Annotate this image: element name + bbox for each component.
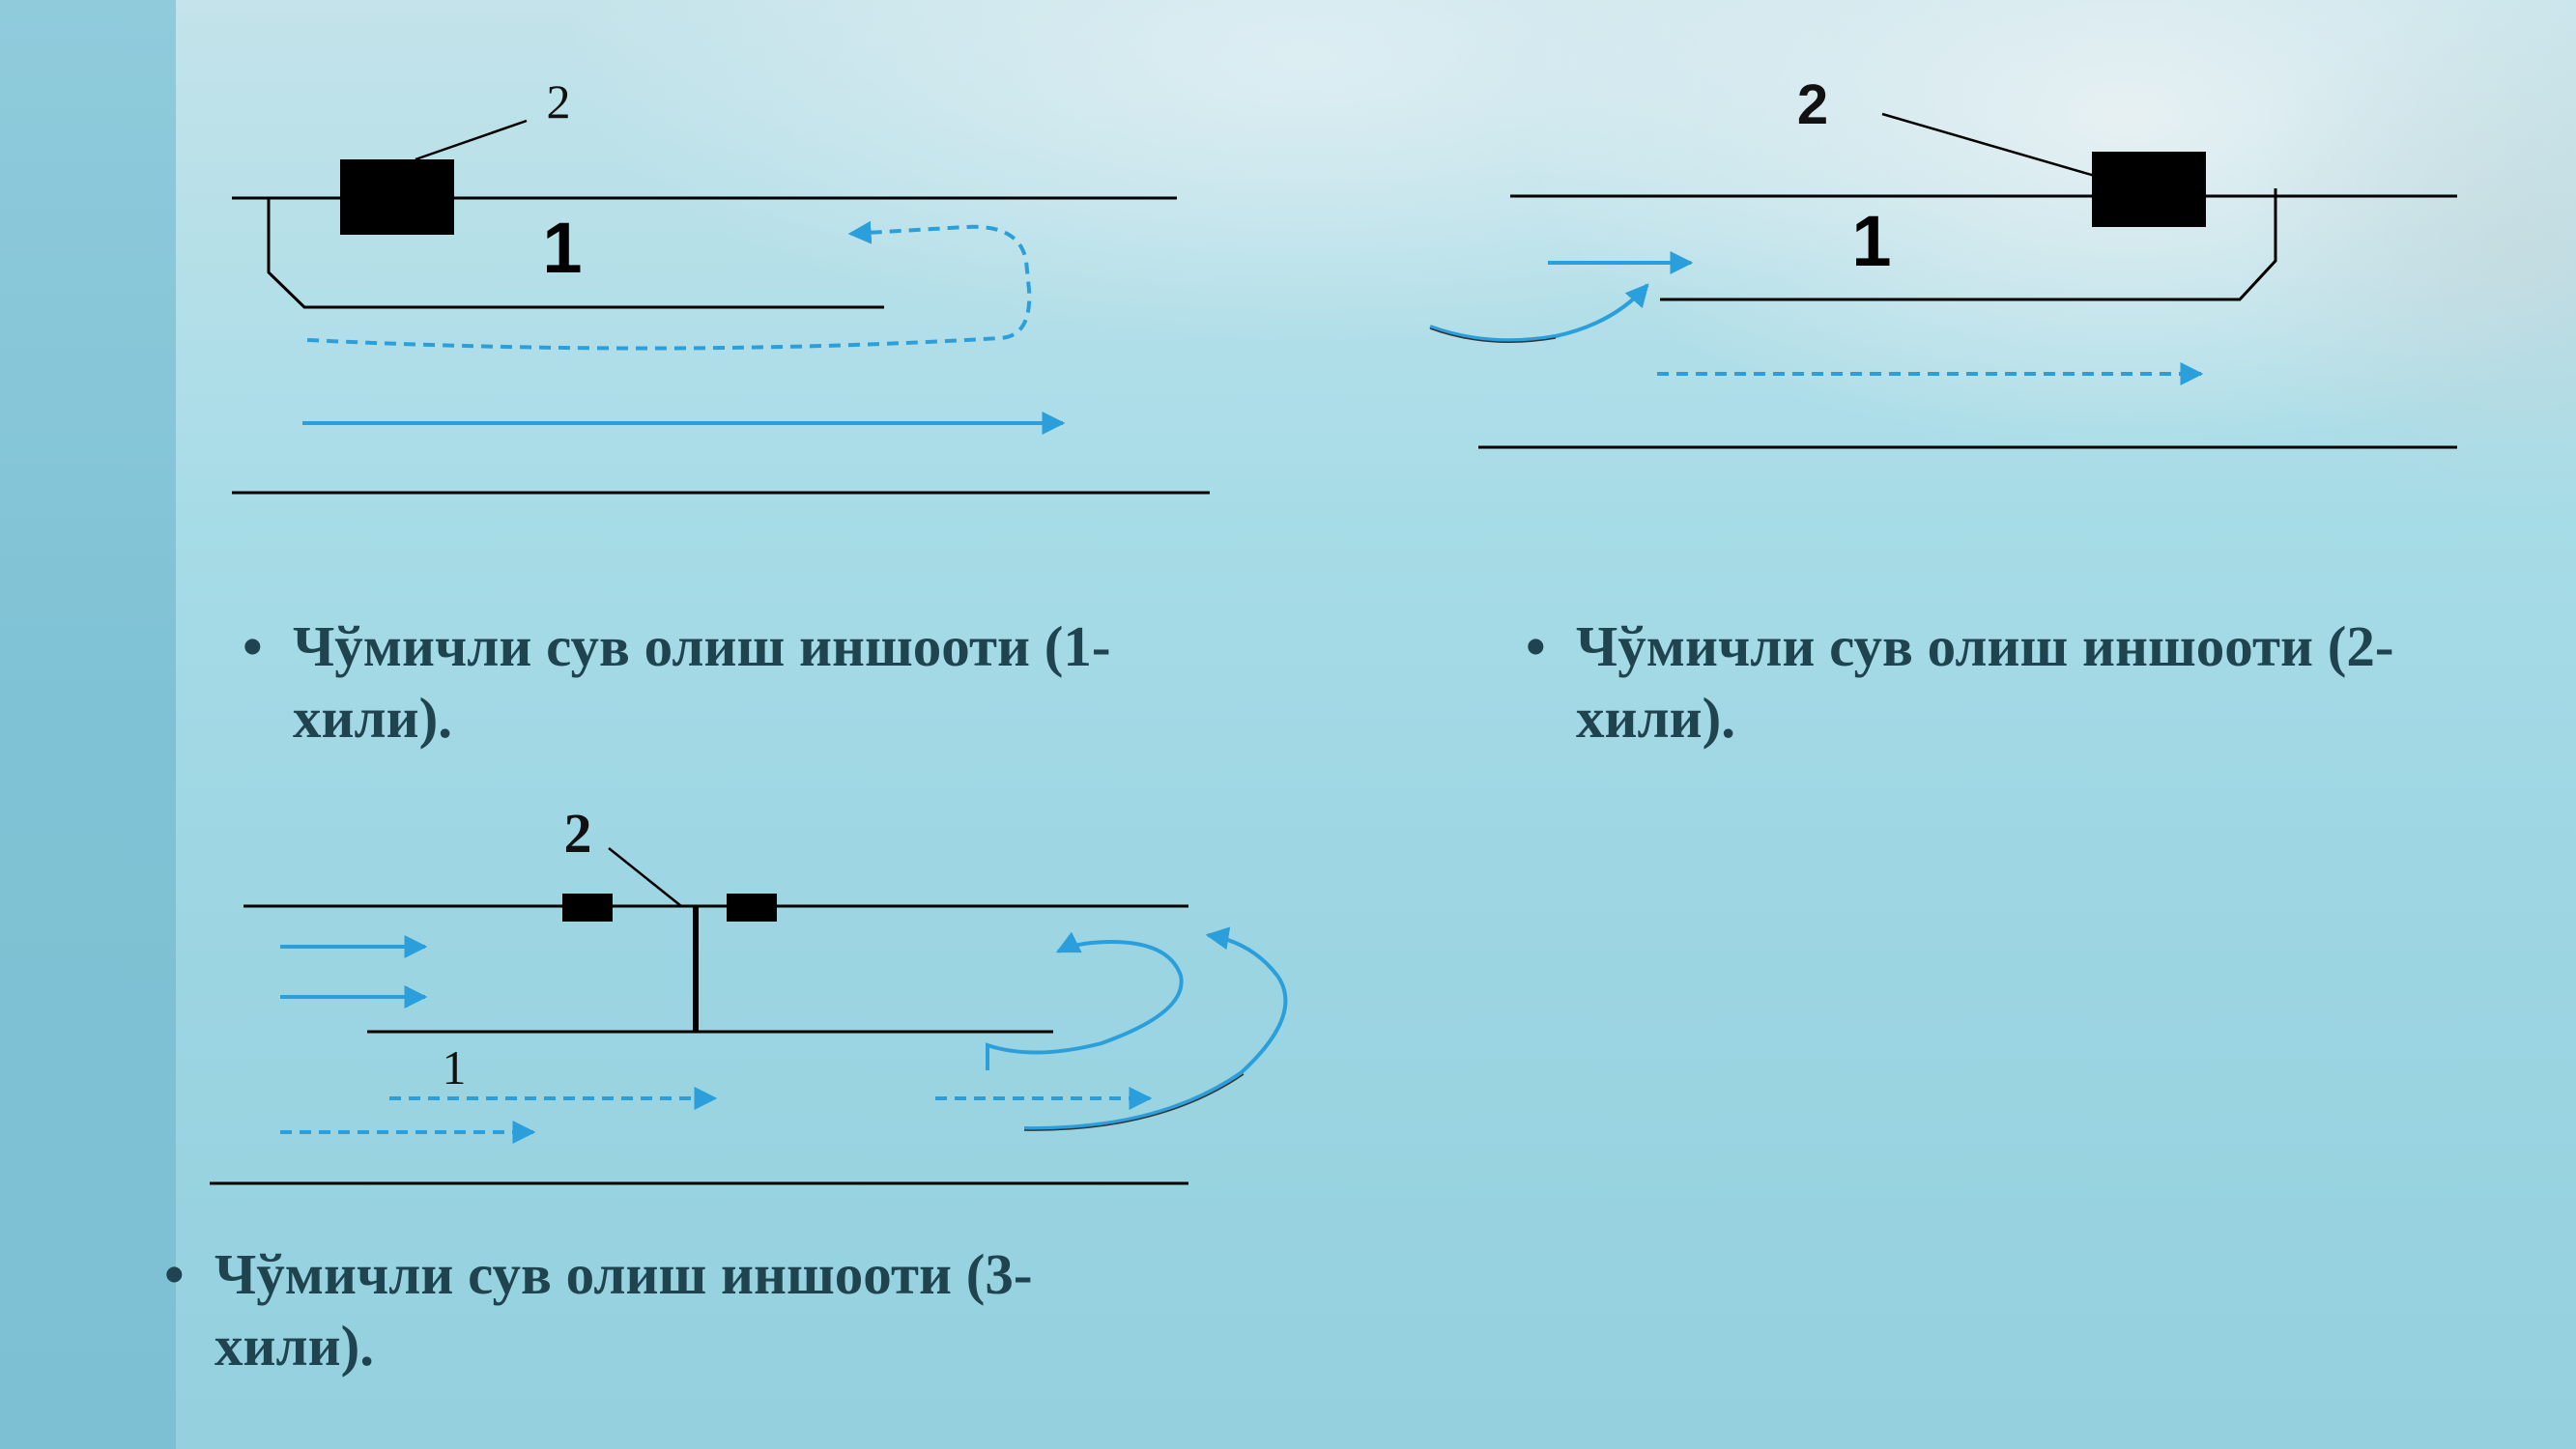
diagram3-gate-block-left [562, 894, 613, 922]
diagram1-intake-block [340, 159, 454, 235]
caption-line-1: Чўмичли сув олиш иншооти (2- [1576, 614, 2394, 678]
diagram1-return-flow-arrow [306, 220, 1032, 351]
diagram2-label-1: 1 [1851, 201, 1891, 281]
diagram2-curve-shadow [1429, 327, 1557, 343]
caption-type-2: • Чўмичли сув олиш иншооти (2- хили). [1526, 611, 2394, 753]
diagram1-scoop-channel [267, 198, 884, 309]
caption-type-3: • Чўмичли сув олиш иншооти (3- хили). [164, 1238, 1033, 1381]
bullet: • [243, 614, 263, 678]
diagram1-label-1: 1 [542, 208, 582, 288]
caption-line-2: хили). [215, 1314, 374, 1378]
diagram2-structure [1478, 112, 2457, 449]
diagram3-outer-eddy-arrow [1023, 926, 1288, 1131]
bullet: • [164, 1242, 185, 1306]
background-mist [2074, 0, 2576, 676]
caption-line-2: хили). [1576, 686, 1735, 750]
caption-type-1: • Чўмичли сув олиш иншооти (1- хили). [243, 611, 1111, 753]
diagram3-leader-line [608, 847, 682, 907]
diagram2-scoop-channel [1660, 188, 2277, 301]
diagram3-inner-eddy-arrow [986, 931, 1184, 1070]
caption-line-2: хили). [293, 686, 452, 750]
left-background-band [0, 0, 176, 1449]
diagram1-leader-line [415, 119, 528, 161]
diagram2-intake-block [2092, 152, 2206, 227]
caption-line-1: Чўмичли сув олиш иншооти (3- [215, 1242, 1033, 1306]
caption-line-1: Чўмичли сув олиш иншооти (1- [293, 614, 1111, 678]
diagram3-label-2: 2 [564, 802, 592, 865]
diagram2-leader-line [1881, 112, 2096, 178]
diagram3-eddy-shadow [1023, 1073, 1245, 1131]
diagram2-label-2: 2 [1797, 73, 1828, 136]
diagram3-structure [210, 847, 1188, 1185]
diagram3-gate-block-right [727, 894, 777, 922]
diagram1-label-2: 2 [547, 74, 571, 128]
bullet: • [1526, 614, 1546, 678]
diagram3-label-1: 1 [443, 1040, 467, 1094]
diagram2-curved-inflow-arrow [1429, 283, 1649, 343]
